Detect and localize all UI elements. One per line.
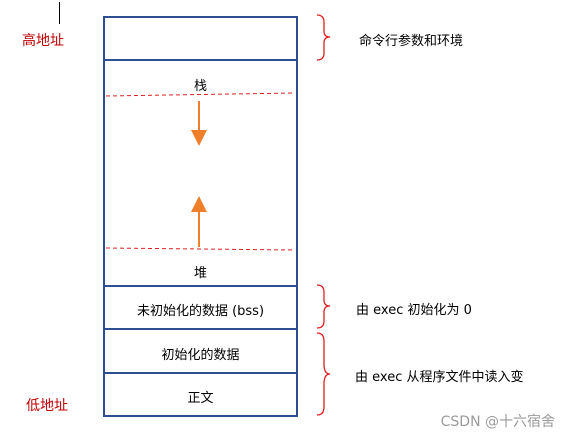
segment-bss: 未初始化的数据 (bss): [103, 285, 298, 330]
initialized-data-label: 初始化的数据: [161, 348, 240, 363]
watermark: CSDN @十六宿舍: [440, 414, 555, 430]
brace-bss: [316, 284, 331, 329]
segment-text: 正文: [103, 372, 298, 417]
segment-args-env: [103, 16, 298, 61]
text-segment-label: 正文: [187, 391, 214, 406]
low-address-label: 低地址: [26, 398, 68, 414]
brace-data-text: [316, 332, 331, 416]
high-address-label: 高地址: [22, 33, 64, 49]
bss-init-annotation: 由 exec 初始化为 0: [356, 303, 472, 318]
stack-label: 栈: [193, 79, 207, 94]
heap-boundary-dashed-line: [105, 247, 296, 251]
read-from-program-annotation: 由 exec 从程序文件中读入变: [355, 370, 524, 385]
args-env-annotation: 命令行参数和环境: [359, 34, 464, 49]
segment-initialized-data: 初始化的数据: [103, 328, 298, 374]
bss-label: 未初始化的数据 (bss): [136, 304, 265, 319]
stack-boundary-dashed-line: [105, 92, 296, 97]
top-tick-line: [59, 2, 60, 24]
heap-label: 堆: [193, 266, 207, 281]
brace-args-env: [316, 14, 331, 61]
